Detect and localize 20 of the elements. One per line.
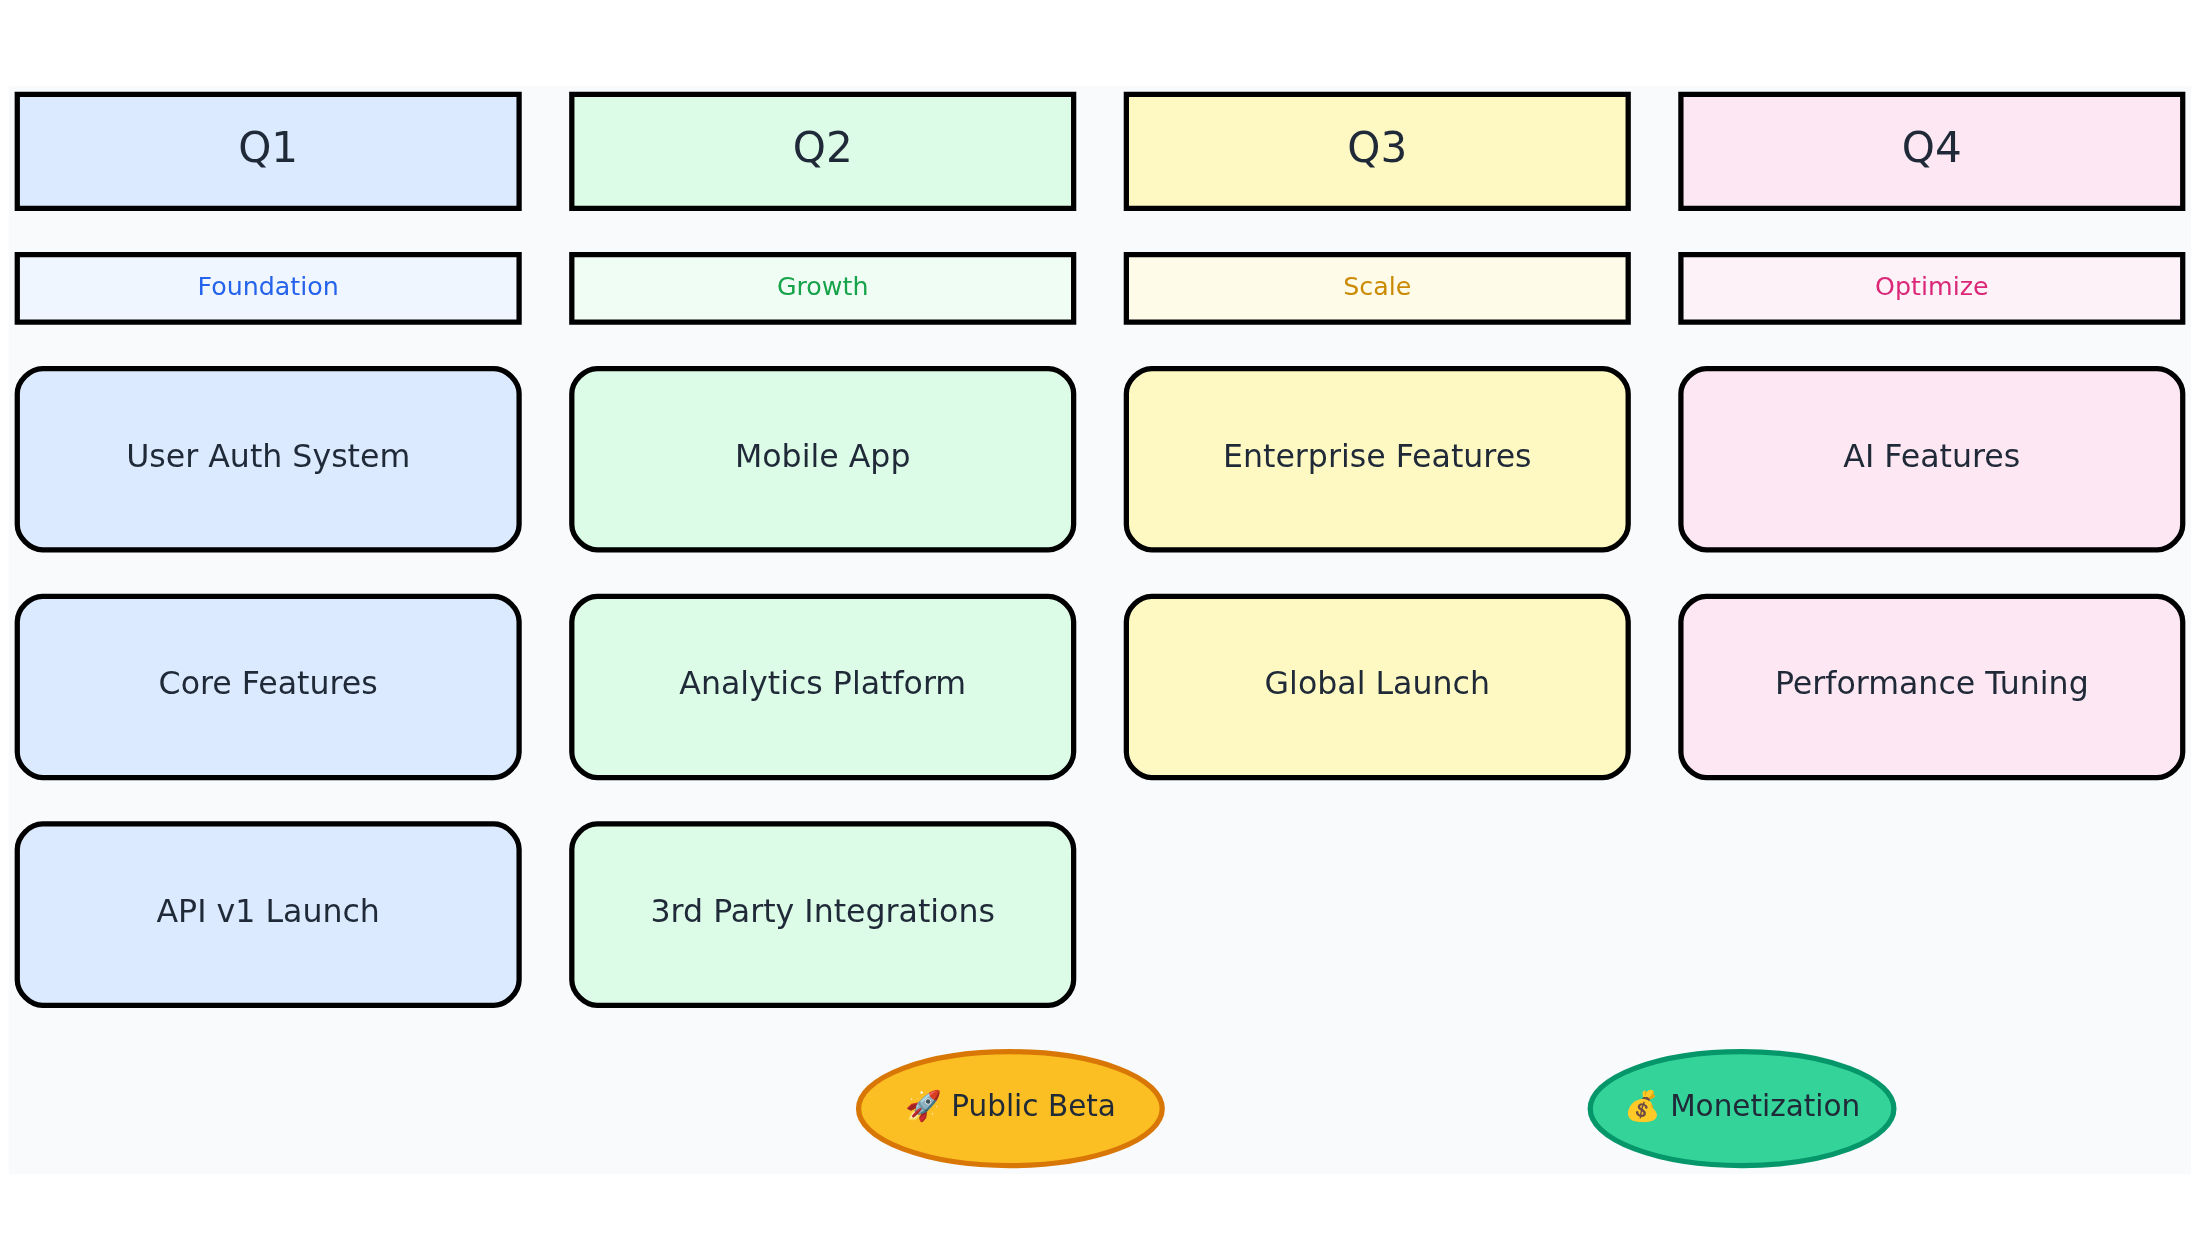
node-box: Growth	[569, 252, 1077, 325]
node-box: 3rd Party Integrations	[569, 821, 1077, 1008]
node-box: API v1 Launch	[14, 821, 522, 1008]
node-ellipse: 🚀 Public Beta	[855, 1049, 1165, 1169]
node-box: AI Features	[1678, 365, 2186, 553]
node-box: Optimize	[1678, 252, 2186, 325]
node-box: Foundation	[14, 252, 522, 325]
node-ellipse: 💰 Monetization	[1587, 1049, 1897, 1169]
node-box: Q2	[569, 91, 1077, 211]
node-box: Enterprise Features	[1123, 365, 1631, 553]
node-box: Core Features	[14, 593, 522, 781]
node-box: Global Launch	[1123, 593, 1631, 781]
node-box: Q4	[1678, 91, 2186, 211]
node-box: Q3	[1123, 91, 1631, 211]
node-box: Mobile App	[569, 365, 1077, 553]
node-box: Performance Tuning	[1678, 593, 2186, 781]
node-box: Q1	[14, 91, 522, 211]
node-box: Scale	[1123, 252, 1631, 325]
node-box: User Auth System	[14, 365, 522, 553]
node-box: Analytics Platform	[569, 593, 1077, 781]
